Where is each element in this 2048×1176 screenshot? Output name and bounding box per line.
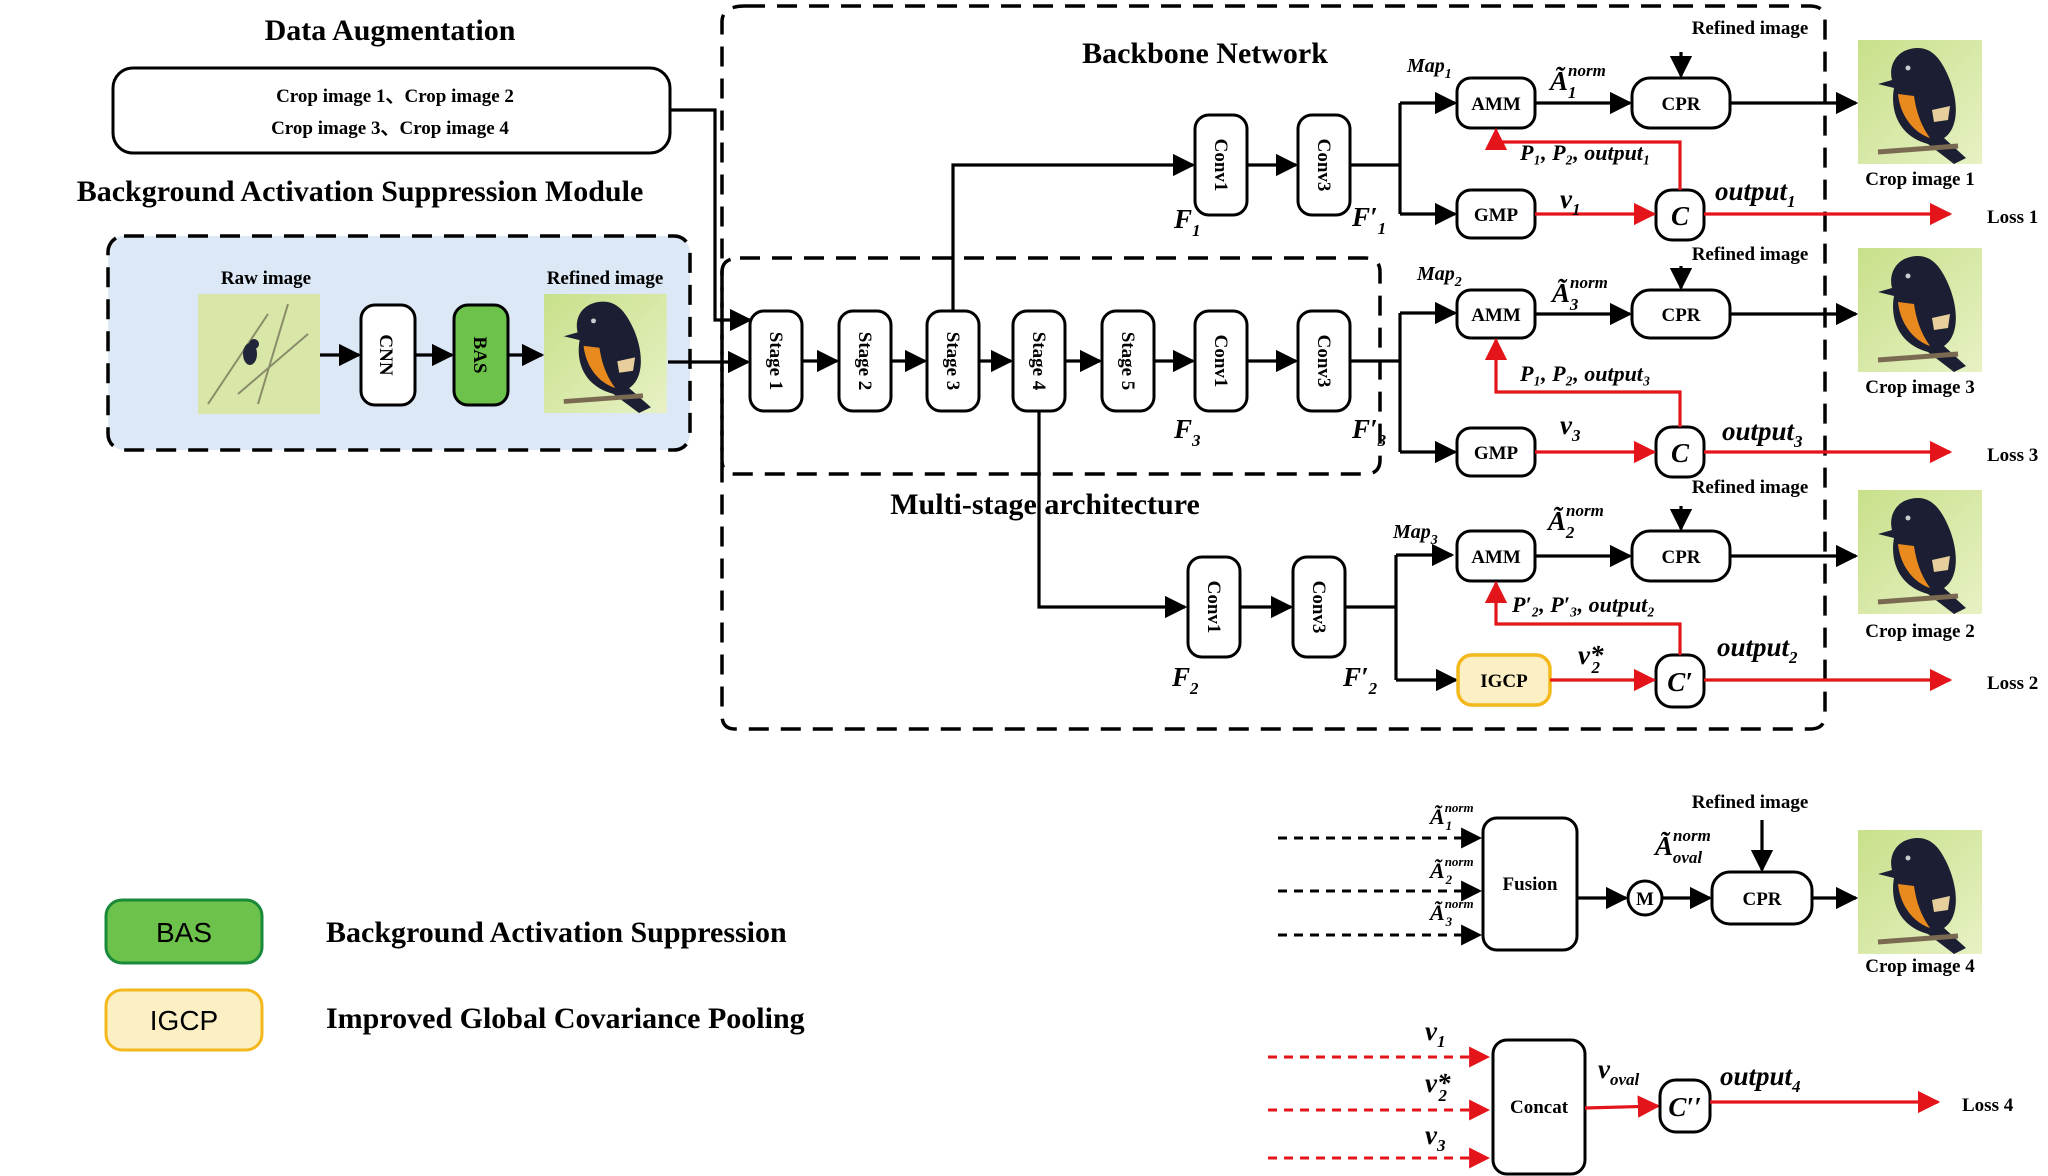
- refined-image-label: Refined image: [547, 268, 664, 289]
- f3-prime-label: F′3: [1351, 414, 1387, 450]
- refined-image-label-3: Refined image: [1692, 244, 1809, 265]
- f2-prime-label: F′2: [1342, 662, 1378, 698]
- legend-igcp-label: IGCP: [150, 1005, 218, 1036]
- loss-4-label: Loss 4: [1962, 1095, 2014, 1116]
- refined-image-label-4: Refined image: [1692, 792, 1809, 813]
- legend-bas-label: BAS: [156, 917, 212, 948]
- v1-input-label: v1: [1425, 1016, 1445, 1051]
- raw-image-label: Raw image: [221, 268, 311, 289]
- conv3-label-branch2: Conv3: [1308, 581, 1329, 634]
- concat-label: Concat: [1510, 1097, 1569, 1118]
- c-prime-label: C′: [1667, 667, 1693, 697]
- backbone-network-title: Backbone Network: [1082, 37, 1328, 70]
- multistage-title: Multi-stage architecture: [890, 488, 1200, 521]
- legend-igcp-swatch: [104, 988, 264, 1052]
- output4-label: output4: [1720, 1061, 1801, 1096]
- stage-3-label: Stage 3: [942, 332, 963, 391]
- data-augmentation-box: [111, 66, 672, 155]
- v3-input-label: v3: [1425, 1120, 1446, 1155]
- v2-star-input-label: v*2: [1425, 1068, 1451, 1105]
- conv1-label-branch1: Conv1: [1210, 139, 1231, 192]
- legend-bas-desc: Background Activation Suppression: [326, 916, 787, 949]
- fusion-block: [1481, 816, 1579, 952]
- refined-image-label-1: Refined image: [1692, 18, 1809, 39]
- v2-star-label: v*2: [1578, 640, 1604, 677]
- c-label-3: C: [1671, 438, 1690, 468]
- v1-label: v1: [1560, 184, 1580, 219]
- gmp-label-1: GMP: [1474, 205, 1519, 226]
- igcp-label: IGCP: [1480, 671, 1528, 692]
- f2-label: F2: [1171, 662, 1199, 698]
- v3-label: v3: [1560, 410, 1581, 445]
- gmp-label-3: GMP: [1474, 443, 1519, 464]
- crop-list-line1: Crop image 1、Crop image 2: [276, 86, 514, 107]
- v-oval-label: voval: [1598, 1054, 1640, 1089]
- m-label: M: [1636, 889, 1654, 910]
- bas-label: BAS: [469, 337, 490, 374]
- loss-2-label: Loss 2: [1987, 673, 2038, 694]
- cnn-label: CNN: [375, 334, 396, 375]
- amm-label-2: AMM: [1471, 547, 1521, 568]
- stage-2-label: Stage 2: [854, 332, 875, 391]
- map3-label: Map3: [1392, 521, 1438, 548]
- crop-image-4-label: Crop image 4: [1865, 956, 1975, 977]
- cpr-label-2: CPR: [1661, 547, 1700, 568]
- stage-4-label: Stage 4: [1028, 332, 1049, 391]
- conv3-label-branch3: Conv3: [1313, 335, 1334, 388]
- crop-image-4: [1858, 830, 1982, 954]
- conv1-label-branch2: Conv1: [1203, 581, 1224, 634]
- crop-image-2: [1858, 490, 1982, 614]
- conv3-label-branch1: Conv3: [1313, 139, 1334, 192]
- p-branch2-label: P′₂, P′₃, output₂: [1511, 592, 1655, 617]
- loss-3-label: Loss 3: [1987, 445, 2038, 466]
- data-augmentation-title: Data Augmentation: [265, 14, 516, 47]
- map2-label: Map2: [1416, 263, 1462, 290]
- loss-1-label: Loss 1: [1987, 207, 2038, 228]
- p-branch1-label: P₁, P₂, output₁: [1519, 140, 1651, 165]
- fusion-label: Fusion: [1503, 874, 1558, 895]
- raw-image: [198, 294, 320, 414]
- output2-label: output2: [1717, 632, 1798, 667]
- crop-list-line2: Crop image 3、Crop image 4: [271, 118, 509, 139]
- stage-5-label: Stage 5: [1117, 332, 1138, 391]
- crop-image-3-label: Crop image 3: [1865, 377, 1974, 398]
- legend-bas-swatch: [104, 898, 264, 965]
- legend-igcp-desc: Improved Global Covariance Pooling: [326, 1002, 805, 1035]
- crop-image-1-label: Crop image 1: [1865, 169, 1974, 190]
- p-branch3-label: P₁, P₂, output₃: [1519, 361, 1651, 386]
- augmentation-arrow: [670, 108, 753, 332]
- amm-label-1: AMM: [1471, 94, 1521, 115]
- crop-image-2-label: Crop image 2: [1865, 621, 1974, 642]
- c-label-1: C: [1671, 201, 1690, 231]
- output3-label: output3: [1722, 416, 1803, 451]
- f3-label: F3: [1173, 414, 1201, 450]
- cpr-label-4: CPR: [1742, 889, 1781, 910]
- refined-image-label-2: Refined image: [1692, 477, 1809, 498]
- amm-label-3: AMM: [1471, 305, 1521, 326]
- f1-prime-label: F′1: [1351, 202, 1386, 238]
- map1-label: Map1: [1406, 55, 1452, 82]
- conv1-label-branch3: Conv1: [1210, 335, 1231, 388]
- c-double-prime-block: [1658, 1078, 1712, 1134]
- crop-image-3: [1858, 248, 1982, 372]
- multistage-frame: [720, 256, 1382, 476]
- c-double-prime-label: C′′: [1668, 1092, 1701, 1122]
- output1-label: output1: [1715, 176, 1796, 211]
- f1-label: F1: [1173, 204, 1201, 240]
- cpr-label-3: CPR: [1661, 305, 1700, 326]
- backbone-frame: [720, 4, 1827, 731]
- stage-1-label: Stage 1: [765, 332, 786, 391]
- crop-image-1: [1858, 40, 1982, 164]
- cpr-label-1: CPR: [1661, 94, 1700, 115]
- refined-image: [544, 294, 667, 413]
- bas-module-title: Background Activation Suppression Module: [77, 175, 644, 208]
